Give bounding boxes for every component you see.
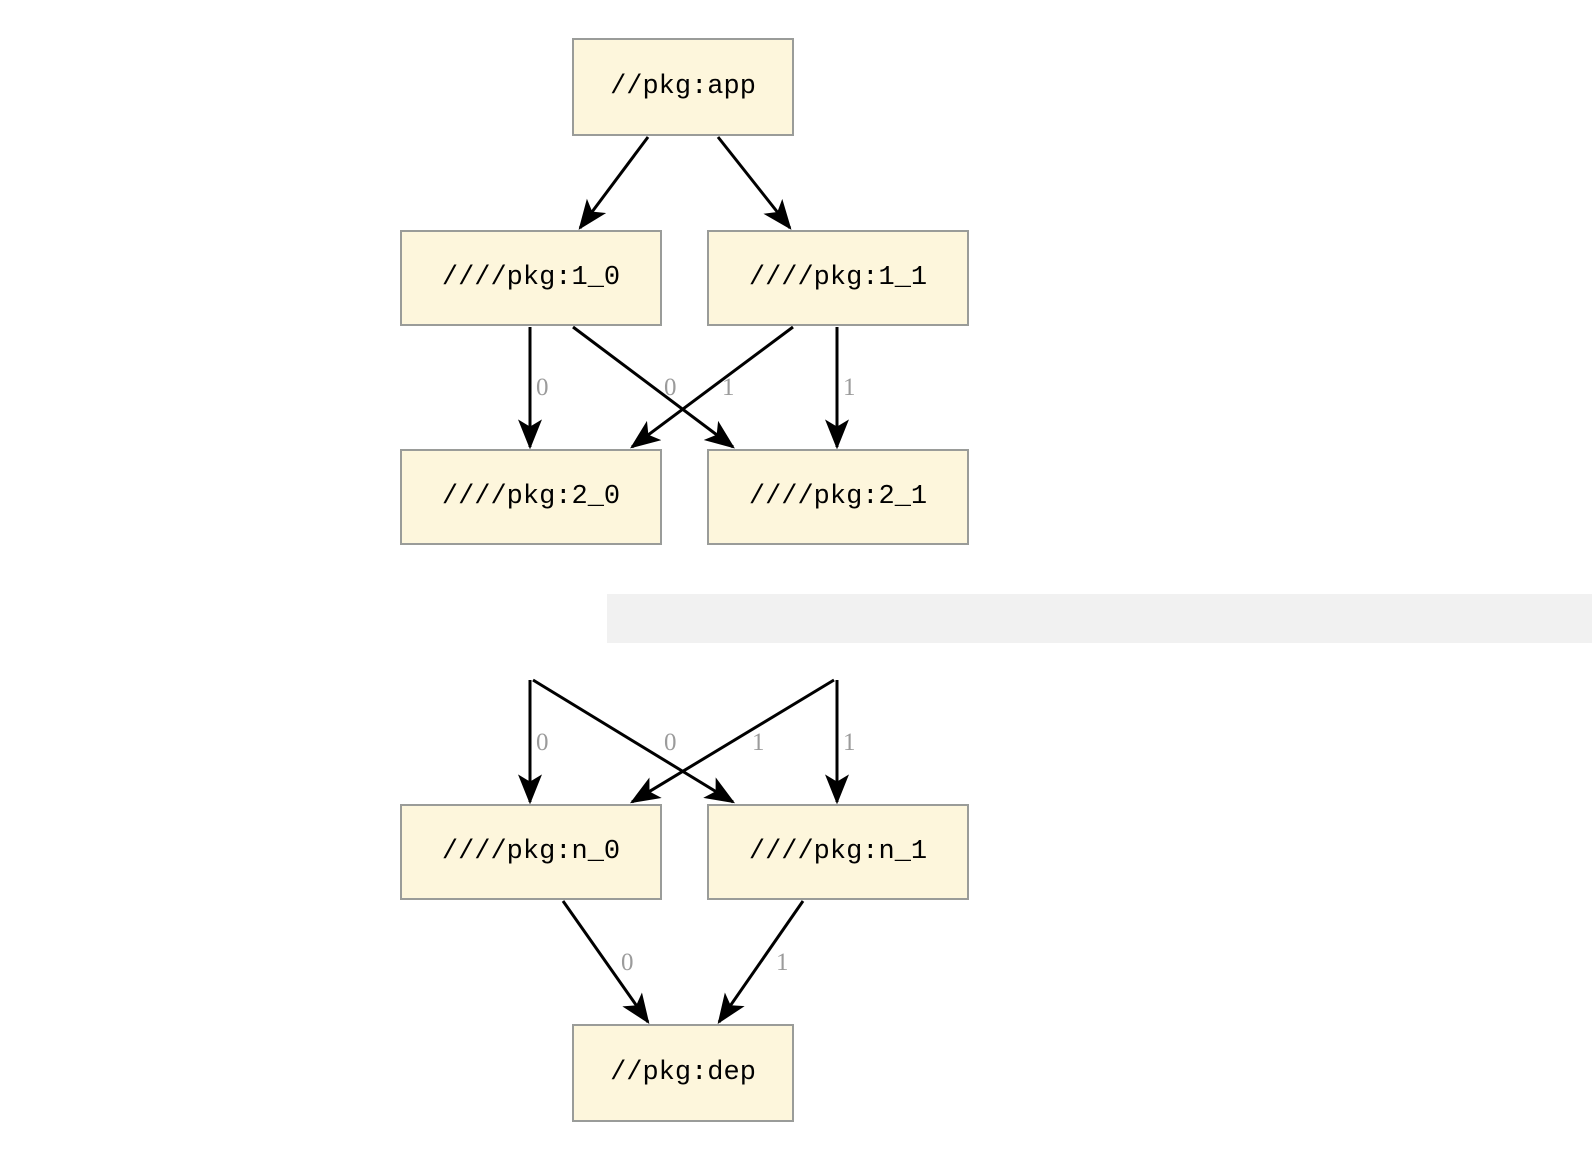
graph-node-label: //pkg:dep bbox=[610, 1058, 756, 1088]
graph-edge bbox=[716, 136, 792, 230]
graph-edge bbox=[561, 900, 650, 1024]
graph-node-dep[interactable]: //pkg:dep bbox=[572, 1024, 794, 1122]
graph-node-label: ////pkg:n_1 bbox=[748, 837, 928, 867]
graph-node-nn_1[interactable]: ////pkg:n_1 bbox=[707, 804, 969, 900]
graph-node-app[interactable]: //pkg:app bbox=[572, 38, 794, 136]
edge-label: 0 bbox=[664, 729, 677, 756]
edge-label: 1 bbox=[722, 374, 735, 401]
graph-edge bbox=[578, 136, 650, 230]
edge-label: 1 bbox=[843, 374, 856, 401]
graph-node-label: ////pkg:2_0 bbox=[441, 482, 621, 512]
graph-node-n1_0[interactable]: ////pkg:1_0 bbox=[400, 230, 662, 326]
graph-node-n1_1[interactable]: ////pkg:1_1 bbox=[707, 230, 969, 326]
graph-node-nn_0[interactable]: ////pkg:n_0 bbox=[400, 804, 662, 900]
edge-label: 1 bbox=[843, 729, 856, 756]
graph-node-label: ////pkg:1_1 bbox=[748, 263, 928, 293]
edge-label: 0 bbox=[621, 949, 634, 976]
edge-label: 1 bbox=[752, 729, 765, 756]
edge-label: 0 bbox=[664, 374, 677, 401]
graph-edge bbox=[630, 325, 794, 449]
ellipsis-band bbox=[607, 594, 1592, 643]
graph-node-label: //pkg:app bbox=[610, 72, 756, 102]
graph-edge bbox=[572, 325, 735, 449]
edge-label: 0 bbox=[536, 729, 549, 756]
graph-node-label: ////pkg:1_0 bbox=[441, 263, 621, 293]
edge-label: 1 bbox=[776, 949, 789, 976]
graph-edge bbox=[629, 678, 835, 804]
graph-node-label: ////pkg:n_0 bbox=[441, 837, 621, 867]
graph-node-label: ////pkg:2_1 bbox=[748, 482, 928, 512]
graph-node-n2_0[interactable]: ////pkg:2_0 bbox=[400, 449, 662, 545]
graph-node-n2_1[interactable]: ////pkg:2_1 bbox=[707, 449, 969, 545]
graph-edge bbox=[532, 678, 736, 804]
edge-label: 0 bbox=[536, 374, 549, 401]
graph-edge bbox=[717, 900, 805, 1024]
